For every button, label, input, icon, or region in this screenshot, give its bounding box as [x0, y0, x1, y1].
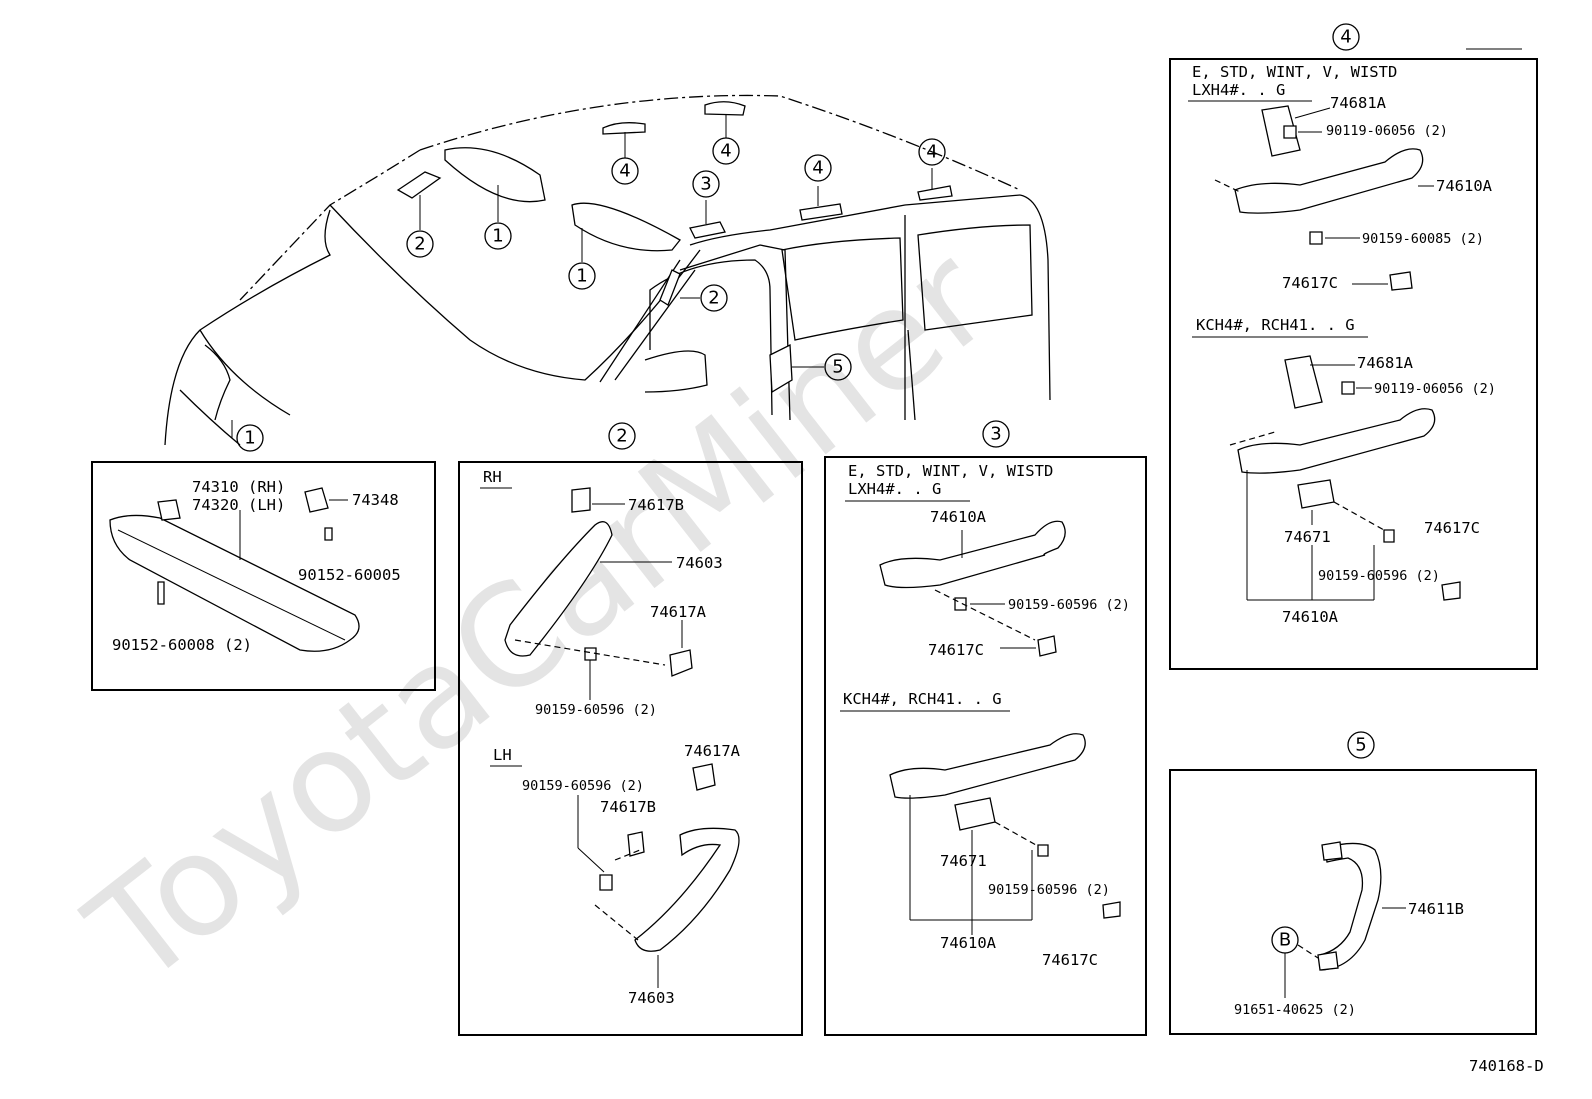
- svg-text:74671: 74671: [1284, 528, 1331, 546]
- svg-text:90152-60005: 90152-60005: [298, 566, 401, 584]
- svg-text:1: 1: [244, 428, 255, 449]
- callout-5-panel: 5: [1347, 731, 1375, 759]
- svg-text:LH: LH: [493, 746, 512, 764]
- svg-text:1: 1: [492, 226, 503, 247]
- svg-text:3: 3: [990, 424, 1001, 445]
- vehicle-outline: [164, 94, 1051, 446]
- svg-text:90119-06056 (2): 90119-06056 (2): [1326, 123, 1448, 139]
- svg-text:4: 4: [619, 161, 630, 182]
- callout-4-d: 4: [918, 138, 946, 166]
- svg-text:1: 1: [576, 266, 587, 287]
- callout-1-upper: 1: [484, 222, 512, 250]
- assist-grip-74611b: [1319, 842, 1382, 971]
- svg-text:2: 2: [616, 426, 627, 447]
- svg-text:91651-40625 (2): 91651-40625 (2): [1234, 1002, 1356, 1018]
- svg-text:74681A: 74681A: [1330, 94, 1387, 112]
- svg-text:4: 4: [812, 158, 823, 179]
- svg-text:KCH4#, RCH41. . G: KCH4#, RCH41. . G: [843, 690, 1002, 708]
- svg-text:90119-06056 (2): 90119-06056 (2): [1374, 381, 1496, 397]
- svg-text:74320 (LH): 74320 (LH): [192, 496, 285, 514]
- svg-text:74617C: 74617C: [1282, 274, 1338, 292]
- svg-text:74617A: 74617A: [684, 742, 741, 760]
- svg-text:74681A: 74681A: [1357, 354, 1414, 372]
- svg-text:4: 4: [926, 142, 937, 163]
- callout-1-panel: 1: [236, 424, 264, 452]
- diagram-code: 740168-D: [1469, 1057, 1544, 1075]
- callout-2-front: 2: [406, 230, 434, 258]
- svg-text:74617B: 74617B: [600, 798, 656, 816]
- svg-text:74603: 74603: [628, 989, 675, 1007]
- svg-text:74617A: 74617A: [650, 603, 707, 621]
- rh-assist-grip: [504, 521, 613, 657]
- svg-text:2: 2: [414, 234, 425, 255]
- svg-text:90159-60596 (2): 90159-60596 (2): [535, 702, 657, 718]
- callout-4-a: 4: [611, 157, 639, 185]
- bracket-4-74671: [1297, 479, 1335, 509]
- svg-text:74610A: 74610A: [930, 508, 987, 526]
- callout-5: 5: [824, 353, 852, 381]
- svg-text:90152-60008 (2): 90152-60008 (2): [112, 636, 252, 654]
- panel-4: E, STD, WINT, V, WISTD LXH4#. . G 74681A…: [1169, 58, 1538, 670]
- panel-1: 74310 (RH) 74320 (LH) 74348 90152-60005 …: [91, 461, 436, 691]
- svg-text:74617C: 74617C: [928, 641, 984, 659]
- svg-text:90159-60085 (2): 90159-60085 (2): [1362, 231, 1484, 247]
- callout-4-b: 4: [712, 137, 740, 165]
- callout-4-panel: 4: [1332, 23, 1360, 51]
- assist-grip-a: [879, 520, 1066, 589]
- svg-text:B: B: [1279, 930, 1291, 951]
- svg-text:KCH4#, RCH41. . G: KCH4#, RCH41. . G: [1196, 316, 1355, 334]
- callout-3: 3: [692, 170, 720, 198]
- panel-5: B 74611B 91651-40625 (2): [1169, 769, 1537, 1035]
- bracket-74671: [954, 797, 996, 831]
- callout-2-panel: 2: [608, 422, 636, 450]
- sun-visor: [109, 514, 360, 652]
- svg-text:74617C: 74617C: [1042, 951, 1098, 969]
- callout-3-panel: 3: [982, 420, 1010, 448]
- svg-text:E, STD, WINT, V, WISTD: E, STD, WINT, V, WISTD: [1192, 63, 1397, 81]
- svg-text:4: 4: [720, 141, 731, 162]
- lh-assist-grip: [634, 827, 740, 952]
- svg-text:5: 5: [832, 357, 843, 378]
- svg-text:4: 4: [1340, 27, 1351, 48]
- assist-grip-b: [889, 733, 1086, 799]
- svg-text:74611B: 74611B: [1408, 900, 1464, 918]
- svg-text:74610A: 74610A: [940, 934, 997, 952]
- assist-grip-4b: [1237, 408, 1436, 474]
- svg-text:74617C: 74617C: [1424, 519, 1480, 537]
- svg-text:74610A: 74610A: [1436, 177, 1493, 195]
- svg-text:LXH4#. . G: LXH4#. . G: [848, 480, 941, 498]
- svg-text:90159-60596 (2): 90159-60596 (2): [1318, 568, 1440, 584]
- svg-text:RH: RH: [483, 468, 502, 486]
- svg-text:3: 3: [700, 174, 711, 195]
- svg-text:2: 2: [708, 288, 719, 309]
- callout-leaders: [231, 114, 933, 438]
- panel-2: RH 74617B 74603 74617A 90159-60596 (2) L…: [458, 461, 803, 1036]
- svg-text:74603: 74603: [676, 554, 723, 572]
- svg-text:5: 5: [1355, 735, 1366, 756]
- overview-callouts: 2 1 1 4 4 3 4 4 2 5 1: [236, 137, 946, 452]
- callout-2-side: 2: [700, 284, 728, 312]
- callout-4-c: 4: [804, 154, 832, 182]
- callout-1-lower: 1: [568, 262, 596, 290]
- svg-text:74610A: 74610A: [1282, 608, 1339, 626]
- svg-text:74671: 74671: [940, 852, 987, 870]
- panel-3: E, STD, WINT, V, WISTD LXH4#. . G 74610A…: [824, 456, 1147, 1036]
- assist-grip-4a: [1234, 148, 1424, 214]
- svg-text:74617B: 74617B: [628, 496, 684, 514]
- svg-text:74348: 74348: [352, 491, 399, 509]
- svg-text:LXH4#. . G: LXH4#. . G: [1192, 81, 1285, 99]
- svg-text:90159-60596 (2): 90159-60596 (2): [1008, 597, 1130, 613]
- svg-text:90159-60596 (2): 90159-60596 (2): [988, 882, 1110, 898]
- svg-text:E, STD, WINT, V, WISTD: E, STD, WINT, V, WISTD: [848, 462, 1053, 480]
- svg-text:90159-60596 (2): 90159-60596 (2): [522, 778, 644, 794]
- svg-text:74310 (RH): 74310 (RH): [192, 478, 285, 496]
